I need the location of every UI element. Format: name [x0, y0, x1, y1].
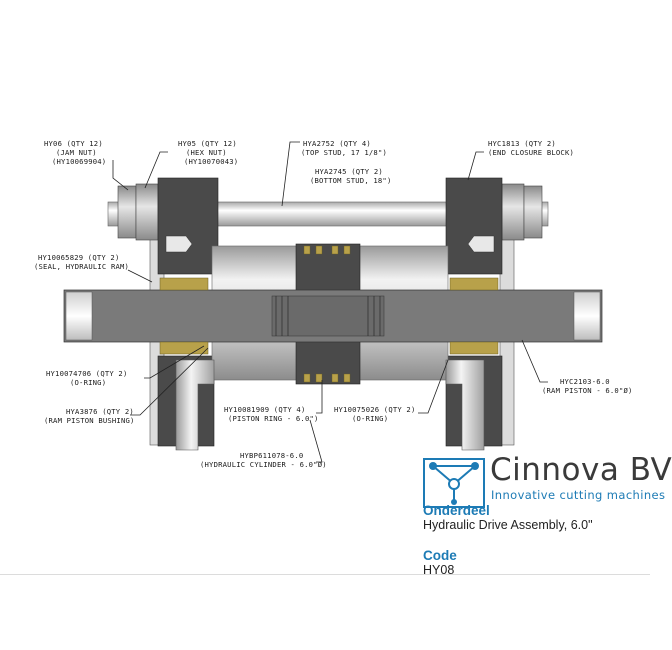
svg-text:(HYDRAULIC CYLINDER - 6.0"Ø): (HYDRAULIC CYLINDER - 6.0"Ø) — [200, 460, 327, 469]
hex-nut-right — [501, 183, 525, 241]
svg-text:(END CLOSURE BLOCK): (END CLOSURE BLOCK) — [488, 148, 574, 157]
svg-text:(HY10070043): (HY10070043) — [184, 157, 238, 166]
svg-text:HY10065829 (QTY 2): HY10065829 (QTY 2) — [38, 253, 120, 262]
divider — [0, 574, 650, 575]
page: HY06 (QTY 12) (JAM NUT) (HY10069904) HY0… — [0, 139, 672, 577]
svg-text:HY05 (QTY 12): HY05 (QTY 12) — [178, 139, 237, 148]
piston-rings-bottom — [303, 373, 351, 383]
callout-hy06: HY06 (QTY 12) (JAM NUT) (HY10069904) — [44, 139, 106, 166]
svg-text:(JAM NUT): (JAM NUT) — [56, 148, 97, 157]
callout-hyc2103: HYC2103-6.0 (RAM PISTON - 6.0"Ø) — [542, 377, 633, 395]
hex-nut-left — [135, 183, 159, 241]
svg-text:HYA2752 (QTY 4): HYA2752 (QTY 4) — [303, 139, 371, 148]
ram-rod-end-left — [65, 291, 93, 341]
leader-lines — [112, 141, 548, 463]
svg-text:(PISTON RING - 6.0"): (PISTON RING - 6.0") — [228, 414, 319, 423]
svg-text:(BOTTOM STUD, 18"): (BOTTOM STUD, 18") — [310, 176, 392, 185]
svg-text:HYA2745 (QTY 2): HYA2745 (QTY 2) — [315, 167, 383, 176]
jam-nut-left — [117, 185, 137, 239]
end-closure-block-left — [157, 177, 219, 275]
ram-rod-end-right — [573, 291, 601, 341]
callout-hya2752: HYA2752 (QTY 4) (TOP STUD, 17 1/8") — [301, 139, 387, 157]
cinnova-logo-icon — [423, 458, 485, 508]
callout-hy10074706: HY10074706 (QTY 2) (O-RING) — [46, 369, 128, 387]
code-value: HY08 — [423, 563, 455, 577]
callout-hy10081909: HY10081909 (QTY 4) (PISTON RING - 6.0") — [224, 405, 319, 423]
end-closure-block-right — [445, 177, 503, 275]
callout-hy10075026: HY10075026 (QTY 2) (O-RING) — [334, 405, 416, 423]
threaded-section — [271, 295, 385, 337]
stud-tip-left — [165, 235, 193, 253]
svg-text:HY06 (QTY 12): HY06 (QTY 12) — [44, 139, 103, 148]
svg-text:HYC2103-6.0: HYC2103-6.0 — [560, 377, 610, 386]
svg-text:HYA3876 (QTY 2): HYA3876 (QTY 2) — [66, 407, 134, 416]
callout-hy05: HY05 (QTY 12) (HEX NUT) (HY10070043) — [178, 139, 238, 166]
svg-text:(RAM PISTON - 6.0"Ø): (RAM PISTON - 6.0"Ø) — [542, 386, 633, 395]
callout-hya2745: HYA2745 (QTY 2) (BOTTOM STUD, 18") — [310, 167, 392, 185]
thread-marks — [275, 296, 381, 336]
svg-text:(SEAL, HYDRAULIC RAM): (SEAL, HYDRAULIC RAM) — [34, 262, 129, 271]
svg-text:(O-RING): (O-RING) — [70, 378, 106, 387]
svg-text:(TOP STUD, 17 1/8"): (TOP STUD, 17 1/8") — [301, 148, 387, 157]
svg-text:HYBP611078-6.0: HYBP611078-6.0 — [240, 451, 303, 460]
jam-nut-right — [523, 185, 543, 239]
callout-hy10065829: HY10065829 (QTY 2) (SEAL, HYDRAULIC RAM) — [34, 253, 129, 271]
part-label: Onderdeel — [423, 503, 490, 518]
svg-text:HY10074706 (QTY 2): HY10074706 (QTY 2) — [46, 369, 128, 378]
fitting-right — [445, 359, 485, 451]
fitting-left — [175, 359, 215, 451]
part-value: Hydraulic Drive Assembly, 6.0" — [423, 518, 593, 532]
callout-hybp: HYBP611078-6.0 (HYDRAULIC CYLINDER - 6.0… — [200, 451, 327, 469]
svg-text:(HY10069904): (HY10069904) — [52, 157, 106, 166]
svg-text:HY10081909 (QTY 4): HY10081909 (QTY 4) — [224, 405, 306, 414]
code-label: Code — [423, 548, 457, 563]
svg-text:(O-RING): (O-RING) — [352, 414, 388, 423]
brand-name: Cinnova BV — [490, 452, 672, 488]
assembly-drawing: HY06 (QTY 12) (JAM NUT) (HY10069904) HY0… — [34, 139, 633, 469]
stud-tip-right — [467, 235, 495, 253]
svg-text:(RAM PISTON BUSHING): (RAM PISTON BUSHING) — [44, 416, 135, 425]
svg-text:HYC1813 (QTY 2): HYC1813 (QTY 2) — [488, 139, 556, 148]
callout-hyc1813: HYC1813 (QTY 2) (END CLOSURE BLOCK) — [488, 139, 574, 157]
callout-hya3876: HYA3876 (QTY 2) (RAM PISTON BUSHING) — [44, 407, 135, 425]
brand-tagline: Innovative cutting machines — [491, 488, 666, 502]
svg-text:(HEX NUT): (HEX NUT) — [186, 148, 227, 157]
svg-text:HY10075026 (QTY 2): HY10075026 (QTY 2) — [334, 405, 416, 414]
piston-rings-top — [303, 245, 351, 255]
